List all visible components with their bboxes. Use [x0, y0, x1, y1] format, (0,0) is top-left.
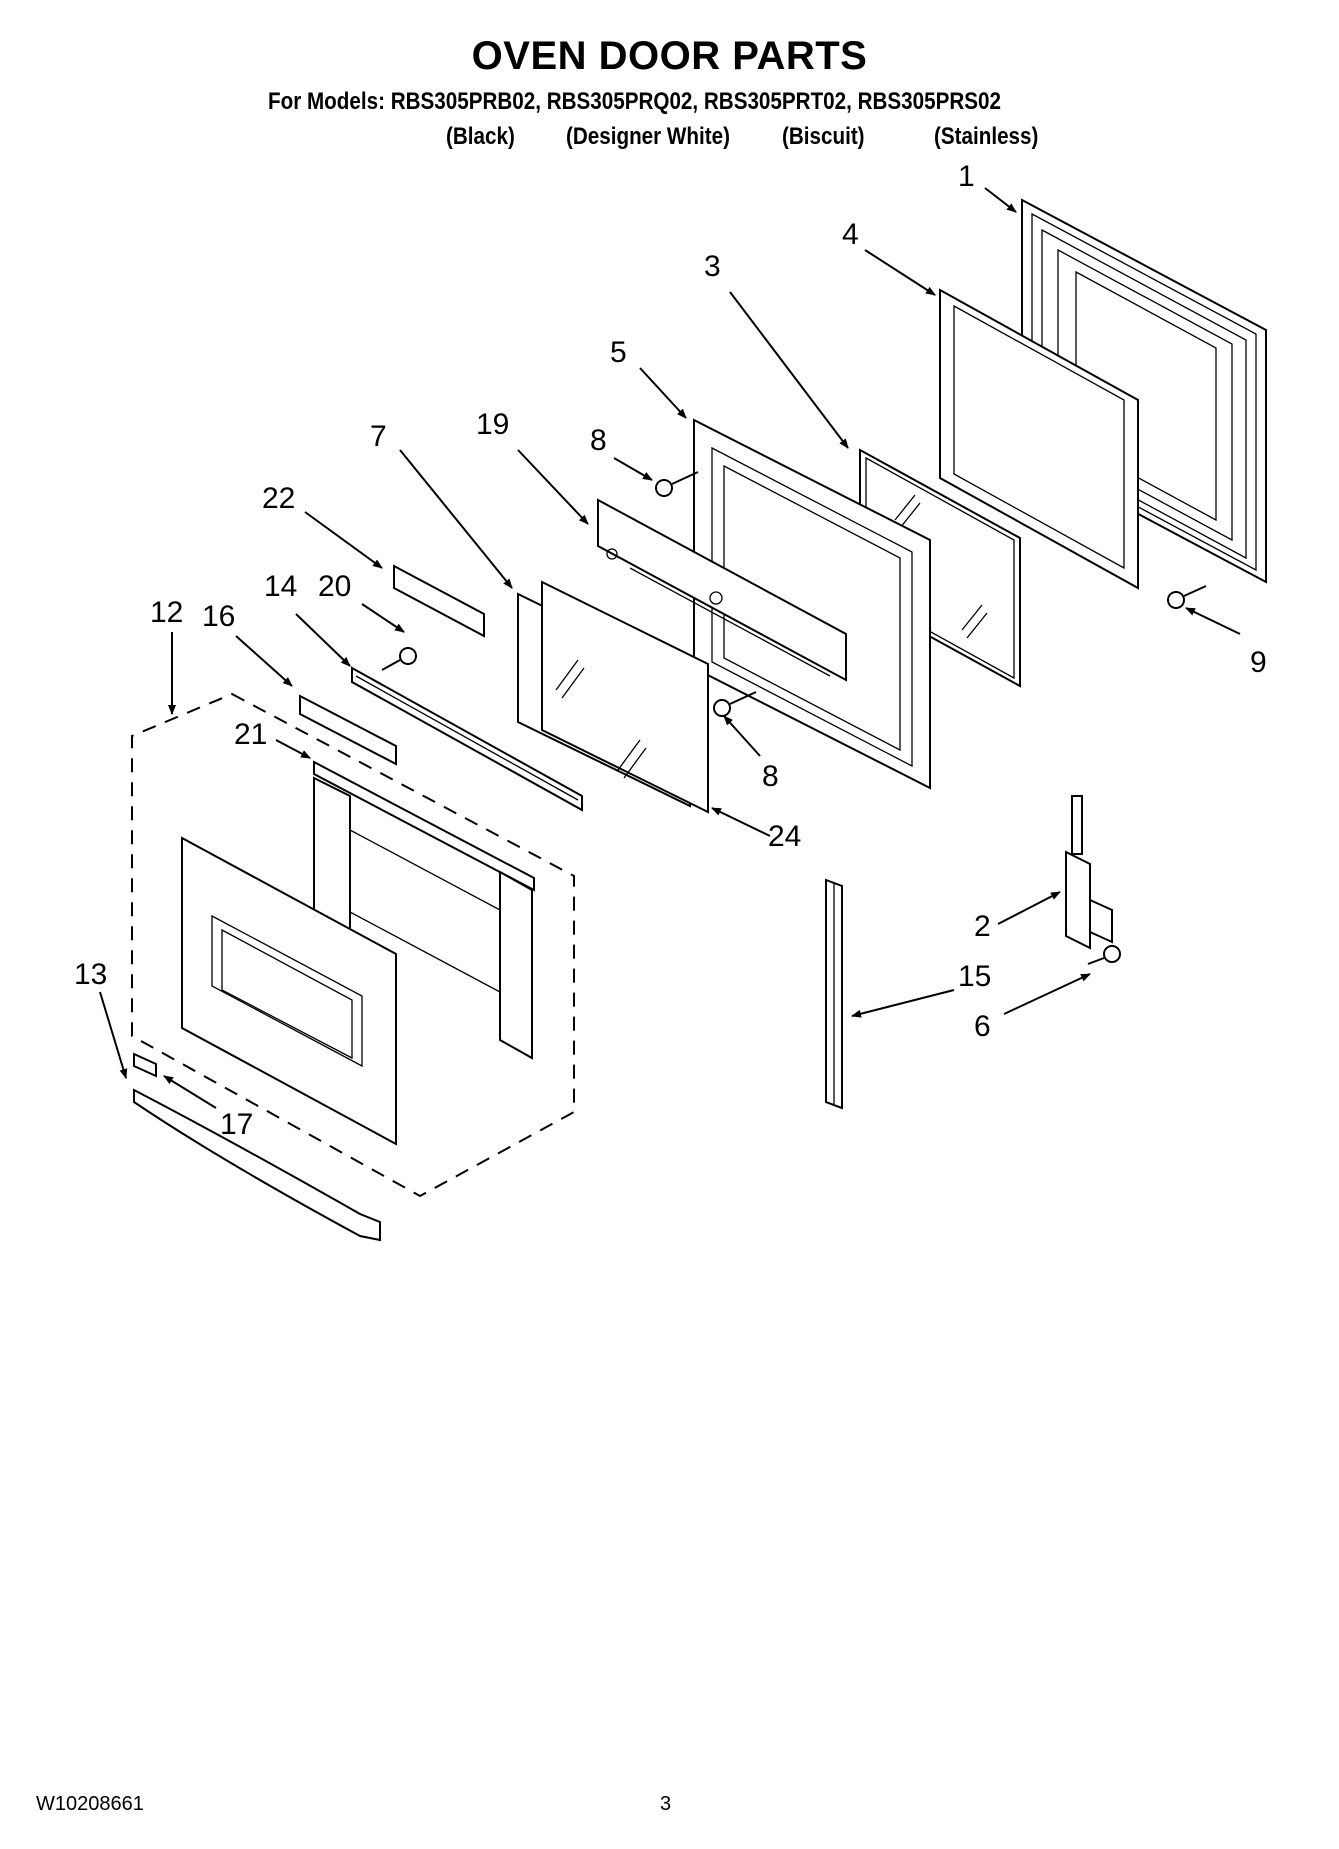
callout-5: 5 — [610, 336, 627, 369]
color-designer-white: (Designer White) — [566, 123, 730, 150]
part-support-rail — [351, 666, 583, 812]
callout-8-upper: 8 — [590, 424, 607, 457]
part-hinge — [1065, 795, 1113, 950]
color-stainless: (Stainless) — [934, 123, 1039, 150]
color-black: (Black) — [446, 123, 515, 150]
screw-8-lower — [713, 691, 757, 717]
callout-24: 24 — [768, 820, 801, 853]
callout-16: 16 — [202, 600, 235, 633]
color-biscuit: (Biscuit) — [782, 123, 865, 150]
doc-number: W10208661 — [36, 1793, 144, 1815]
callout-14: 14 — [264, 570, 297, 603]
leader-lines — [99, 187, 1241, 1109]
callout-19: 19 — [476, 408, 509, 441]
part-trim-strip — [313, 760, 535, 892]
callout-17: 17 — [220, 1108, 253, 1141]
callout-3: 3 — [704, 250, 721, 283]
screw-20 — [381, 647, 417, 671]
callout-12: 12 — [150, 596, 183, 629]
callout-21: 21 — [234, 718, 267, 751]
screw-9 — [1167, 585, 1207, 609]
part-vent-bracket — [299, 694, 397, 766]
part-door-frame — [939, 288, 1139, 590]
page-title: OVEN DOOR PARTS — [471, 34, 868, 78]
part-door-handle — [133, 1088, 381, 1242]
callout-22: 22 — [262, 482, 295, 515]
door-assembly-outline — [131, 692, 575, 1198]
callout-15: 15 — [958, 960, 991, 993]
callout-4: 4 — [842, 218, 859, 251]
callout-8-lower: 8 — [762, 760, 779, 793]
callout-6: 6 — [974, 1010, 991, 1043]
callout-13: 13 — [74, 958, 107, 991]
part-hinge-receiver — [825, 878, 843, 1110]
part-inner-glass — [517, 580, 709, 814]
part-bracket-22 — [393, 564, 485, 638]
callout-7: 7 — [370, 420, 387, 453]
callout-labels: 1 2 3 4 5 6 7 8 8 9 12 13 14 15 16 17 19… — [74, 160, 1267, 1141]
part-baffle — [597, 498, 847, 682]
part-trim-pad — [133, 1052, 157, 1078]
page-number: 3 — [660, 1793, 672, 1815]
callout-1: 1 — [958, 160, 975, 193]
callout-2: 2 — [974, 910, 991, 943]
callout-9: 9 — [1250, 646, 1267, 679]
models-line: For Models: RBS305PRB02, RBS305PRQ02, RB… — [268, 88, 1002, 115]
callout-20: 20 — [318, 570, 351, 603]
part-door-outer-glass — [181, 836, 397, 1146]
screw-8-upper — [655, 471, 699, 497]
screw-6 — [1087, 945, 1121, 965]
